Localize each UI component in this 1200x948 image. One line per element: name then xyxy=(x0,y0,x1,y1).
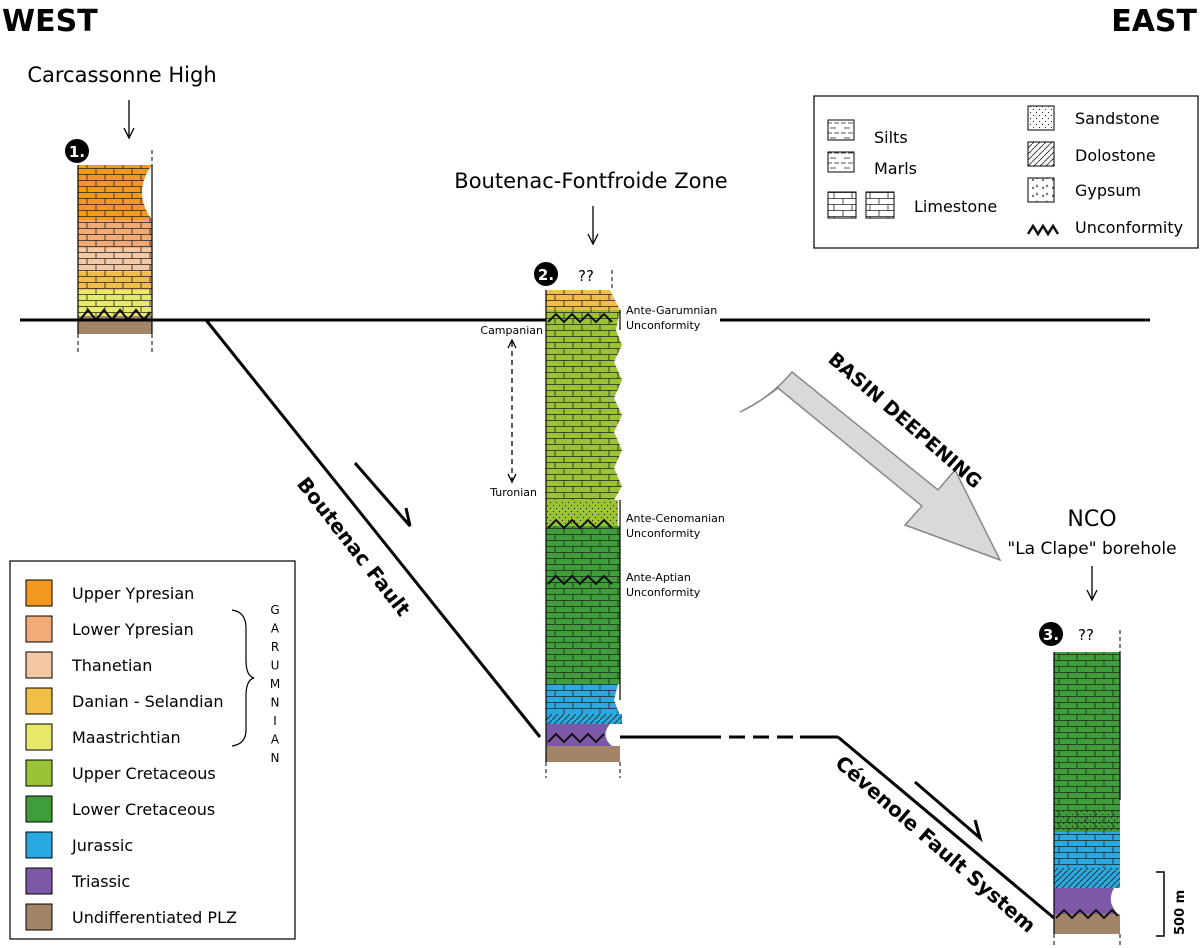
garumnian-letter-8: N xyxy=(271,751,280,765)
garumnian-letter-7: A xyxy=(271,733,280,747)
boutenac-fault-motion-arrow xyxy=(353,462,412,527)
boutenac-fault-line xyxy=(204,319,542,738)
legend-swatch-7 xyxy=(25,831,53,859)
garumnian-letter-0: G xyxy=(270,603,279,617)
site-3-badge xyxy=(1039,622,1063,646)
legend-label-3: Danian - Selandian xyxy=(72,692,224,711)
range-arrow-bottom xyxy=(507,473,517,484)
legend-swatch-3 xyxy=(25,687,53,715)
site-1-arrow-head xyxy=(123,127,135,140)
garumnian-letter-1: A xyxy=(271,622,280,636)
garumnian-letter-4: M xyxy=(270,677,280,691)
boutenac-fault-label: Boutenac Fault xyxy=(292,472,416,621)
gypsum-label: Gypsum xyxy=(1075,181,1141,200)
site-3-title: NCO xyxy=(1067,507,1116,532)
site-3-unknown: ?? xyxy=(1078,626,1094,644)
dolostone-label: Dolostone xyxy=(1075,146,1156,165)
legend-swatch-0 xyxy=(25,579,53,607)
legend-label-0: Upper Ypresian xyxy=(72,584,194,603)
limestone-label: Limestone xyxy=(914,197,997,216)
scale-bar-label: 500 m xyxy=(1173,890,1188,935)
cevenole-fault-label: Cévenole Fault System xyxy=(831,751,1041,938)
legend-label-7: Jurassic xyxy=(71,836,133,855)
west-label: WEST xyxy=(2,4,98,39)
site-2-title: Boutenac-Fontfroide Zone xyxy=(454,169,727,193)
site-1-title: Carcassonne High xyxy=(27,63,216,87)
ante-cenomanian-label: Ante-Cenomanian Unconformity xyxy=(626,512,728,540)
site-1-badge xyxy=(65,139,89,163)
silts-swatch xyxy=(827,119,855,141)
legend-swatch-2 xyxy=(25,651,53,679)
garumnian-brace xyxy=(231,609,255,747)
site-1-column xyxy=(77,150,153,352)
legend-label-1: Lower Ypresian xyxy=(72,620,194,639)
garumnian-letter-6: I xyxy=(273,714,277,728)
legend-swatch-1 xyxy=(25,615,53,643)
legend-swatch-6 xyxy=(25,795,53,823)
site-2-number: 2. xyxy=(538,266,554,284)
legend-swatch-9 xyxy=(25,903,53,931)
legend-label-5: Upper Cretaceous xyxy=(72,764,216,783)
legend-swatch-4 xyxy=(25,723,53,751)
unconformity-label: Unconformity xyxy=(1075,218,1183,237)
site-2-arrow-head xyxy=(587,233,599,246)
marls-swatch xyxy=(827,151,855,173)
site-3-number: 3. xyxy=(1043,626,1059,644)
site-3-arrow-head xyxy=(1086,589,1098,602)
garumnian-letter-5: N xyxy=(271,696,280,710)
range-arrow-top xyxy=(507,338,517,349)
ante-garumnian-label: Ante-Garumnian Unconformity xyxy=(626,304,721,332)
campanian-label: Campanian xyxy=(480,324,543,337)
marls-label: Marls xyxy=(874,159,917,178)
basin-deepening-arrow xyxy=(739,370,1002,562)
limestone-swatch-a xyxy=(827,191,857,219)
silts-label: Silts xyxy=(874,128,908,147)
site-2-badge xyxy=(534,262,558,286)
site-1-number: 1. xyxy=(69,143,85,161)
site-3-subtitle: "La Clape" borehole xyxy=(1007,539,1176,559)
sandstone-swatch xyxy=(1027,105,1055,131)
unconformity-swatch xyxy=(1026,223,1060,237)
scale-bar xyxy=(1156,871,1165,937)
garumnian-letter-2: R xyxy=(271,640,279,654)
legend-label-2: Thanetian xyxy=(71,656,152,675)
legend-label-6: Lower Cretaceous xyxy=(72,800,215,819)
legend-label-9: Undifferentiated PLZ xyxy=(72,908,237,927)
legend-swatch-5 xyxy=(25,759,53,787)
garumnian-letter-3: U xyxy=(271,659,280,673)
limestone-swatch-b xyxy=(865,191,895,219)
sandstone-label: Sandstone xyxy=(1075,109,1160,128)
legend-swatch-8 xyxy=(25,867,53,895)
ante-aptian-label: Ante-Aptian Unconformity xyxy=(626,571,701,599)
site-2-column xyxy=(545,270,622,778)
cevenole-fault-motion-arrow xyxy=(914,780,983,843)
east-label: EAST xyxy=(1111,4,1197,39)
lithology-legend: Silts Marls Limestone Sandstone Doloston… xyxy=(813,95,1199,249)
dolostone-swatch xyxy=(1027,141,1055,167)
legend-label-8: Triassic xyxy=(71,872,130,891)
site-3-column xyxy=(1053,630,1121,948)
turonian-label: Turonian xyxy=(489,486,537,499)
site-2-unknown: ?? xyxy=(578,267,594,285)
legend-label-4: Maastrichtian xyxy=(72,728,181,747)
cevenole-fault-line xyxy=(837,735,1055,920)
gypsum-swatch xyxy=(1027,177,1055,203)
